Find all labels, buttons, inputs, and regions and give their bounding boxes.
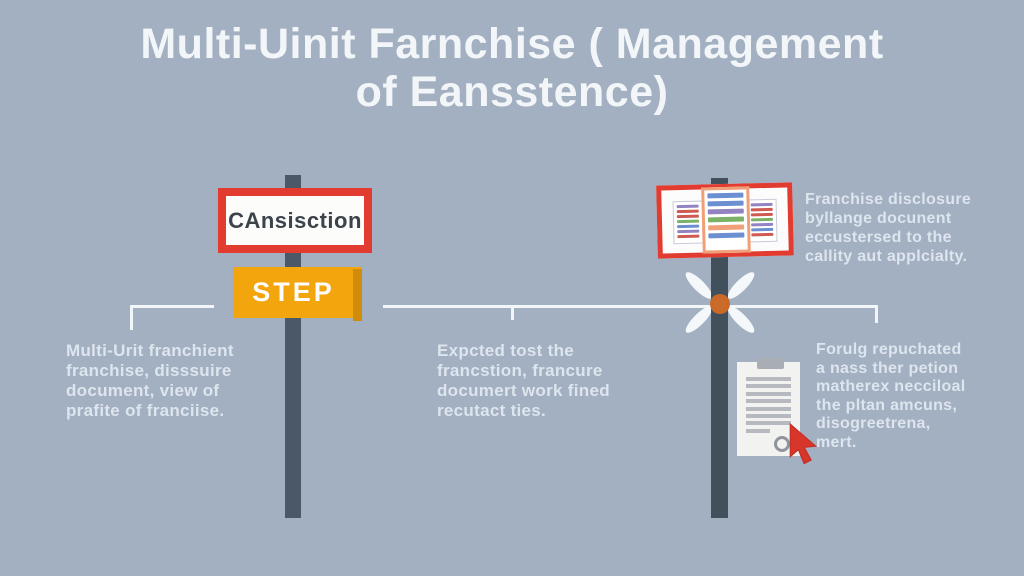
step-sign: STEP (233, 267, 362, 322)
step-sign-edge (353, 269, 362, 322)
doc-stripe (677, 229, 700, 234)
doc-stripe (676, 209, 699, 214)
doc-text-line-short (746, 429, 770, 434)
timeline-segment-left (130, 305, 214, 308)
step-sign-label: STEP (252, 277, 335, 307)
doc-stripe (707, 200, 744, 207)
doc-text-line (746, 406, 791, 411)
doc-text-line (746, 413, 791, 418)
left-signpost-pole (285, 175, 301, 518)
caption-expected-cost: Expcted tost the francstion, francure do… (437, 341, 610, 420)
doc-stripe (750, 207, 773, 212)
doc-stripe (751, 227, 774, 232)
cursor-arrow-icon (789, 423, 818, 465)
caption-reputation: Forulg repuchated a nass ther petion mat… (816, 341, 966, 451)
document-text-lines (746, 377, 791, 434)
doc-stripe (676, 204, 699, 209)
doc-stripe (751, 222, 774, 227)
starburst-icon (724, 268, 758, 303)
right-signpost-pole (711, 178, 728, 518)
doc-stripe (707, 208, 744, 215)
doc-stripe (751, 232, 774, 237)
doc-stripe (677, 224, 700, 229)
doc-stripe (707, 192, 744, 199)
documents-board-icon (656, 182, 794, 259)
doc-text-line (746, 391, 791, 396)
doc-text-line (746, 399, 791, 404)
document-thumb-icon (701, 186, 751, 254)
doc-stripe (676, 219, 700, 224)
document-thumb-icon (746, 198, 778, 243)
page-title: Multi-Uinit Farnchise ( Management of Ea… (140, 20, 884, 116)
doc-stripe (707, 216, 745, 223)
caption-franchise-disclosure: Franchise disclosure byllange docunent e… (805, 191, 972, 265)
timeline-segment-right (383, 305, 878, 308)
doc-stripe (750, 212, 773, 217)
doc-stripe (750, 217, 774, 222)
timeline-tick-middle (511, 305, 514, 320)
doc-stripe (676, 214, 699, 219)
doc-stripe (750, 202, 773, 207)
timeline-tick-end (875, 305, 878, 323)
warning-sign-label: CAnsisction (228, 207, 362, 233)
doc-text-line (746, 421, 791, 426)
doc-stripe (708, 224, 745, 231)
document-thumb-icon (672, 200, 704, 245)
timeline-tick-start (130, 305, 133, 330)
caption-multi-unit: Multi-Urit franchient franchise, disssui… (66, 341, 234, 420)
doc-text-line (746, 377, 791, 381)
starburst-hub-icon (710, 294, 730, 314)
document-clip-icon (757, 358, 784, 369)
doc-stripe (708, 232, 745, 239)
doc-text-line (746, 384, 791, 389)
document-seal-icon (774, 436, 790, 452)
doc-stripe (677, 234, 700, 239)
warning-sign: CAnsisction (218, 188, 372, 253)
